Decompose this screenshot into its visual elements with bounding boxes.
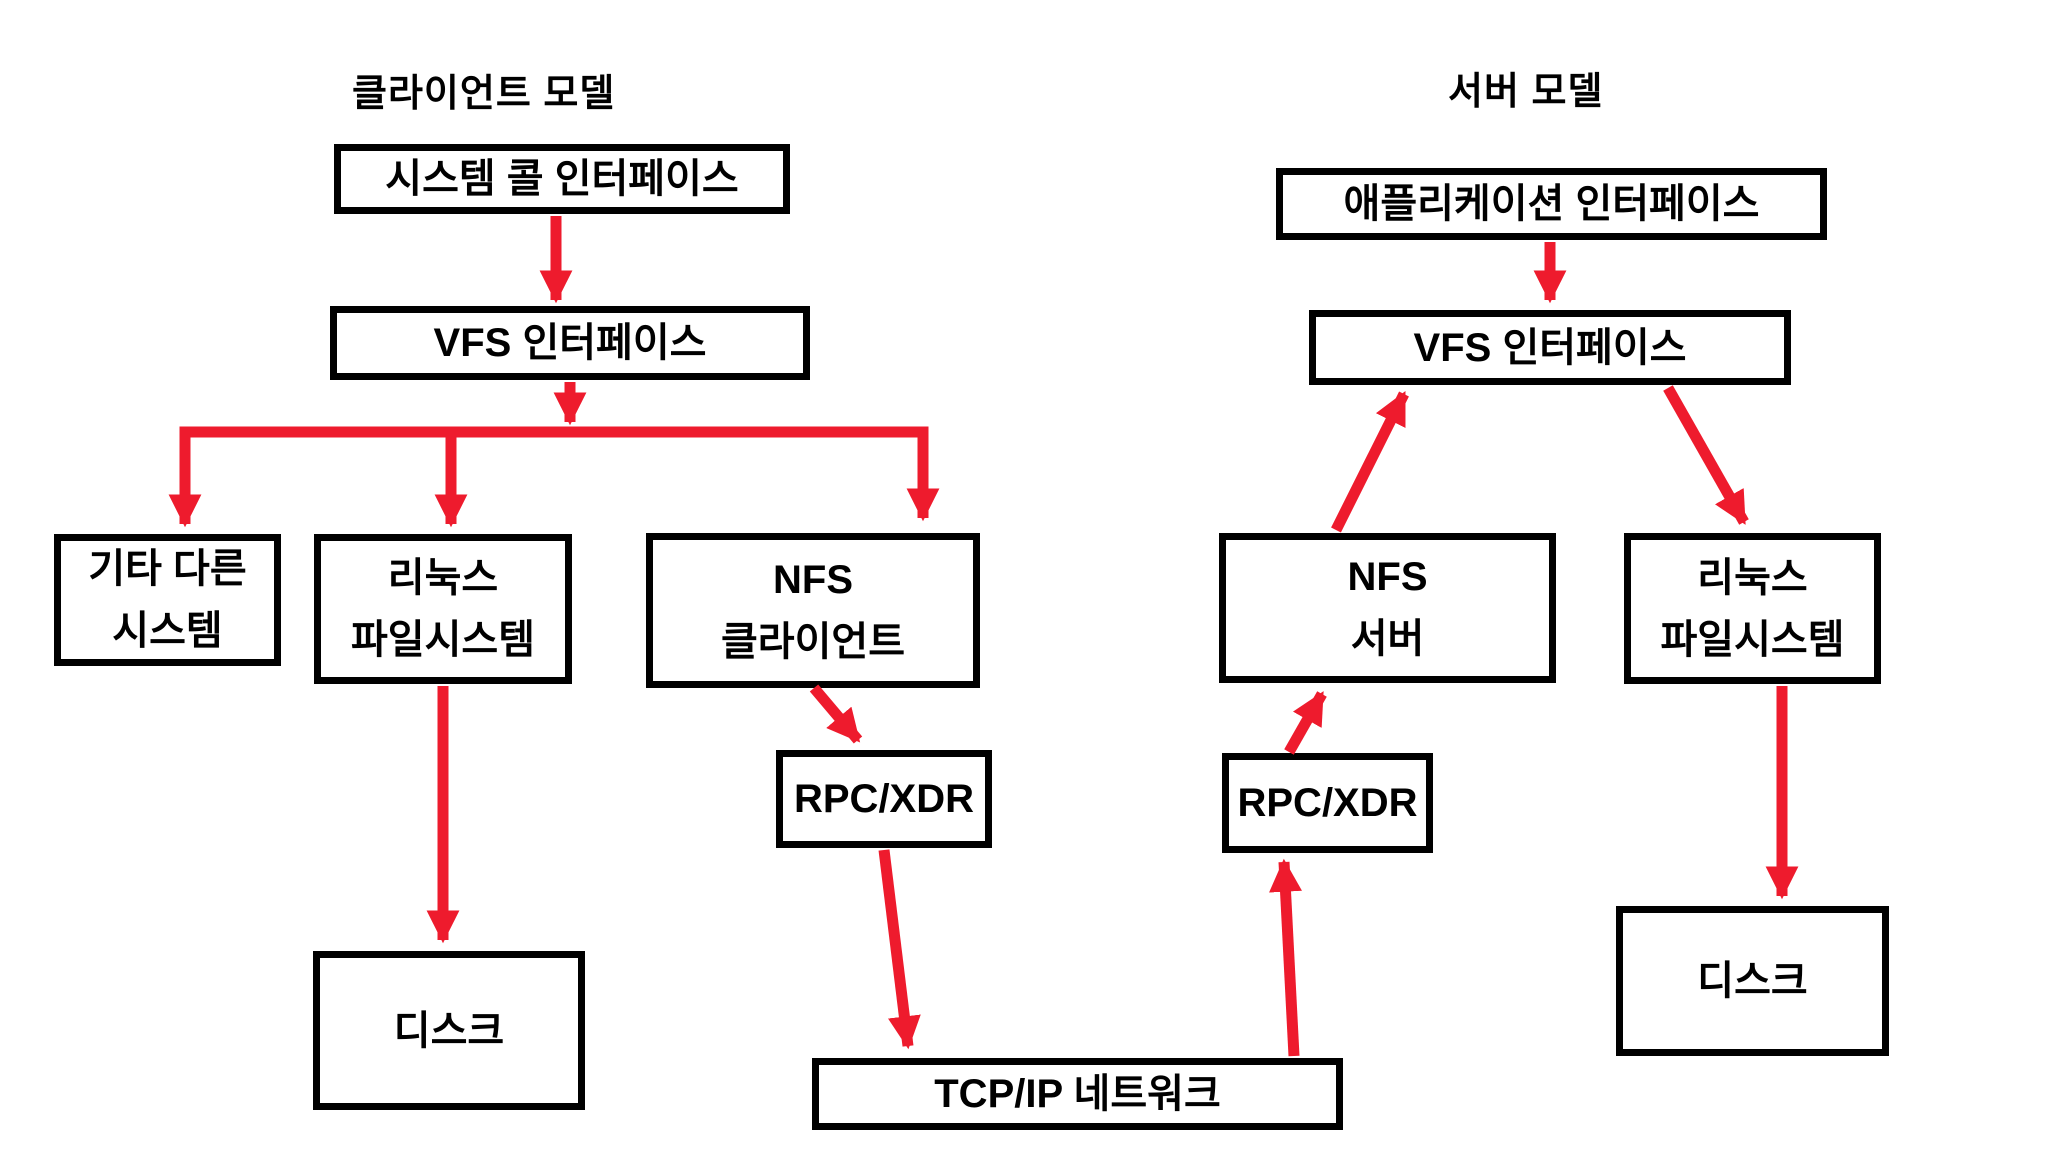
arrow-tcp-ip-to-rpc-xdr-server (1269, 858, 1303, 1057)
node-system-call-interface: 시스템 콜 인터페이스 (334, 144, 790, 214)
node-label-line1: NFS (1347, 555, 1428, 599)
node-tcp-ip-network: TCP/IP 네트워크 (812, 1058, 1343, 1130)
node-label-line1: NFS (773, 557, 853, 602)
node-label-line1: 기타 다른 (88, 547, 247, 591)
node-label-line1: 리눅스 (387, 556, 499, 600)
node-nfs-client: NFS 클라이언트 (646, 533, 980, 688)
client-model-title: 클라이언트 모델 (352, 73, 616, 115)
node-label: VFS 인터페이스 (433, 321, 707, 365)
node-label: 디스크 (393, 1008, 505, 1053)
node-vfs-interface-server: VFS 인터페이스 (1309, 310, 1791, 385)
node-label: 디스크 (1697, 959, 1808, 1003)
node-label: TCP/IP 네트워크 (934, 1072, 1221, 1116)
node-label: 애플리케이션 인터페이스 (1343, 182, 1760, 226)
arrow-vfs-to-linux-filesystem-server (1663, 385, 1749, 525)
node-disk-client: 디스크 (313, 951, 585, 1110)
node-linux-filesystem-client: 리눅스 파일시스템 (314, 534, 572, 684)
node-label: VFS 인터페이스 (1413, 325, 1687, 370)
node-label-line2: 파일시스템 (1660, 617, 1845, 662)
node-label: RPC/XDR (793, 777, 975, 821)
node-disk-server: 디스크 (1616, 906, 1889, 1056)
arrow-nfs-client-to-rpc-xdr (809, 684, 863, 744)
arrow-nfs-server-to-vfs (1331, 391, 1409, 533)
node-label-line2: 클라이언트 (721, 619, 905, 664)
node-label-line1: 리눅스 (1697, 555, 1808, 600)
node-rpc-xdr-server: RPC/XDR (1222, 753, 1433, 853)
node-nfs-server: NFS 서버 (1219, 533, 1556, 683)
node-application-interface: 애플리케이션 인터페이스 (1276, 168, 1827, 240)
node-other-systems: 기타 다른 시스템 (54, 534, 281, 666)
node-label: 시스템 콜 인터페이스 (385, 157, 739, 201)
node-label-line2: 서버 (1350, 617, 1425, 661)
node-linux-filesystem-server: 리눅스 파일시스템 (1624, 533, 1881, 684)
node-label: RPC/XDR (1237, 781, 1418, 825)
node-vfs-interface-client: VFS 인터페이스 (330, 306, 810, 380)
arrow-rpc-xdr-to-tcp-ip (878, 849, 921, 1050)
arrow-rpc-xdr-to-nfs-server (1284, 691, 1327, 755)
node-label-line2: 파일시스템 (351, 618, 535, 662)
server-model-title: 서버 모델 (1448, 71, 1604, 113)
node-label-line2: 시스템 (112, 609, 223, 653)
node-rpc-xdr-client: RPC/XDR (776, 750, 992, 848)
